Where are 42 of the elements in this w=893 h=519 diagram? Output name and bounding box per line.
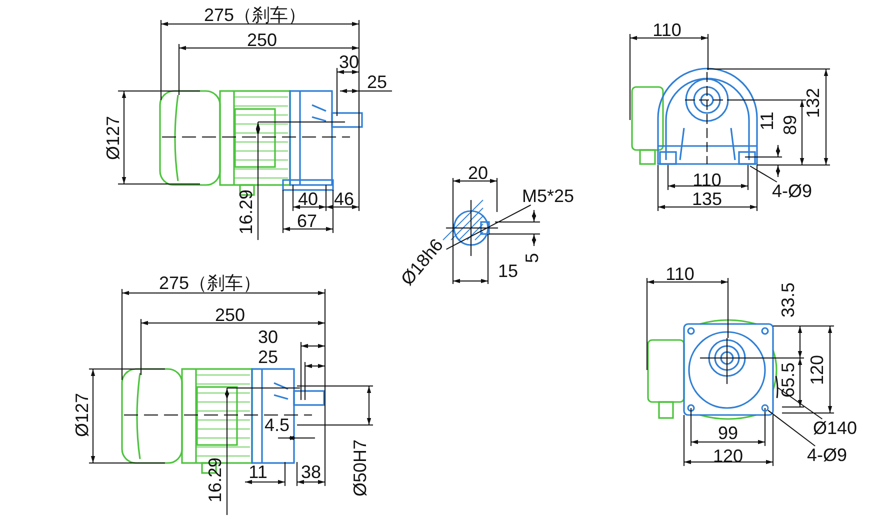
dimension-text: 65.5 xyxy=(779,362,797,398)
dimension-text: 38 xyxy=(300,463,322,481)
dimension-text: 40 xyxy=(298,190,318,208)
dimension-text: 275（刹车） xyxy=(204,6,306,24)
dimension-text: 110 xyxy=(652,21,682,39)
dimension-text: 46 xyxy=(334,190,354,208)
callout-text: 4-Ø9 xyxy=(806,446,848,464)
dimension-text: 30 xyxy=(258,328,278,346)
leader-line xyxy=(750,166,778,182)
dimension-text: 30 xyxy=(338,53,360,71)
dimension-text: 110 xyxy=(666,265,694,283)
callout-text: Ø140 xyxy=(812,419,858,437)
dimension-text: 33.5 xyxy=(779,282,797,318)
callout-text: 4-Ø9 xyxy=(772,182,812,200)
dimension-text: 135 xyxy=(692,190,722,208)
dimension-text: Ø50H7 xyxy=(351,439,369,497)
dimension-text: 5 xyxy=(523,253,541,263)
dimension-text: 99 xyxy=(718,424,738,442)
dimension-text: 11 xyxy=(758,112,776,130)
callout-text: M5*25 xyxy=(522,187,574,205)
dimension-text: 67 xyxy=(296,212,318,230)
mounting-hole xyxy=(761,404,769,412)
dimension-text: 15 xyxy=(498,262,518,280)
dimension-text: 16.29 xyxy=(237,189,255,235)
dimension-text: 16.29 xyxy=(206,457,224,503)
leader-line xyxy=(446,204,532,250)
dimension-text: 11 xyxy=(248,463,268,481)
dimension-text: 4.5 xyxy=(264,416,290,434)
dimension-text: 20 xyxy=(468,164,488,182)
dimension-text: 275（刹车） xyxy=(158,274,262,292)
dimension-text: 120 xyxy=(808,354,826,386)
dimension-text: 25 xyxy=(258,348,278,366)
leader-line xyxy=(777,387,823,420)
dimension-text: 132 xyxy=(804,88,822,118)
dimension-text: 25 xyxy=(366,73,388,91)
dimension-text: 250 xyxy=(214,306,246,324)
dimension-text: Ø127 xyxy=(104,116,122,160)
dimension-text: Ø127 xyxy=(73,392,91,438)
dimension-text: 89 xyxy=(781,114,799,136)
leader-line xyxy=(768,410,816,446)
dimension-text: 250 xyxy=(246,31,278,49)
flange-arc xyxy=(775,376,778,398)
